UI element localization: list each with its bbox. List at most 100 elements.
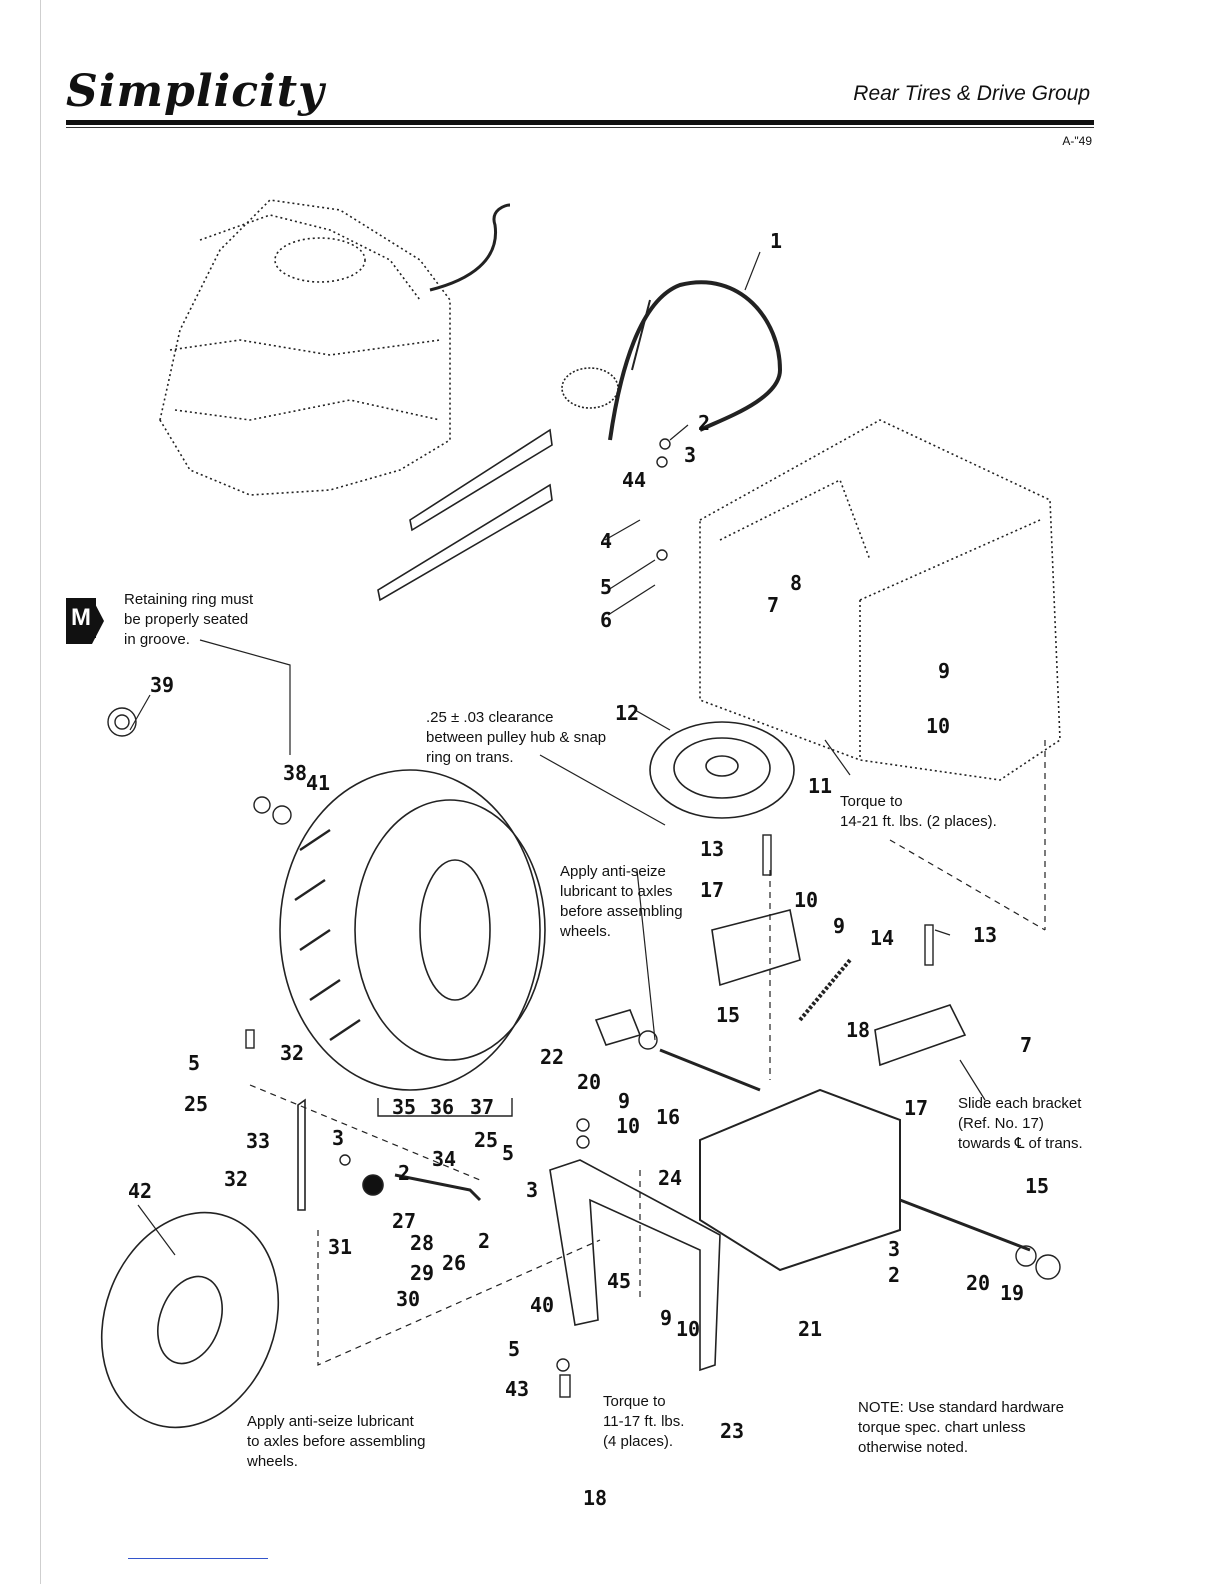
callout: 4 [600,529,612,553]
callout: 17 [904,1096,928,1120]
callout: 22 [540,1045,564,1069]
callout: 3 [684,443,696,467]
callout: 7 [767,593,779,617]
callout: 26 [442,1251,466,1275]
callout: 39 [150,673,174,697]
v-belt [608,280,783,441]
callout: 3 [526,1178,538,1202]
note-hardware: NOTE: Use standard hardware torque spec.… [858,1399,1064,1456]
callout: 10 [616,1114,640,1138]
callout: 25 [474,1128,498,1152]
shift-knob [362,1174,384,1196]
callout: 8 [790,571,802,595]
belt-guide-lower [377,483,553,602]
callout: 11 [808,774,832,798]
callout: 3 [332,1126,344,1150]
note-slide-bracket: Slide each bracket (Ref. No. 17) towards… [958,1095,1083,1152]
callout: 7 [1020,1033,1032,1057]
callout: 24 [658,1166,682,1190]
callout: 12 [615,701,639,725]
callout: 20 [966,1271,990,1295]
callout: 2 [478,1229,490,1253]
note-torque-14-21: Torque to 14-21 ft. lbs. (2 places). [840,793,997,830]
note-retaining-ring: Retaining ring must be properly seated i… [124,591,254,648]
callout: 10 [926,714,950,738]
callout: 36 [430,1095,454,1119]
callout: 15 [1025,1174,1049,1198]
shift-rod [394,1173,482,1202]
reference-code: A-"49 [1062,134,1092,148]
callout: 33 [246,1129,270,1153]
spring [798,958,852,1022]
callout: 10 [676,1317,700,1341]
callout: 9 [833,914,845,938]
header-rule-thin [66,127,1094,128]
belt-guide-upper [409,428,553,532]
note-torque-11-17: Torque to 11-17 ft. lbs. (4 places). [603,1393,685,1450]
drive-pulley [649,721,795,819]
small-pulley [561,367,619,409]
callout: 19 [1000,1281,1024,1305]
callout: 29 [410,1261,434,1285]
callout: 40 [530,1293,554,1317]
frame-outline [699,419,1061,781]
callout: 45 [607,1269,631,1293]
engine-outline [159,199,451,496]
callout: 5 [188,1051,200,1075]
callout: 10 [794,888,818,912]
callout: 43 [505,1377,529,1401]
callout: 31 [328,1235,352,1259]
callout: 23 [720,1419,744,1443]
callout: 17 [700,878,724,902]
callout: 2 [398,1161,410,1185]
callout: 25 [184,1092,208,1116]
brand-logo: Simplicity [66,66,325,117]
callout: 37 [470,1095,494,1119]
callout-group-bracket [377,1098,513,1117]
callout: 2 [888,1263,900,1287]
callout: 9 [618,1089,630,1113]
callout: 14 [870,926,894,950]
note-clearance: .25 ± .03 clearance between pulley hub &… [426,709,607,766]
inner-tube [100,1211,280,1429]
rear-tire [279,769,546,1091]
callout: 5 [502,1141,514,1165]
callout: 44 [622,468,646,492]
callout: 6 [600,608,612,632]
page-number: 18 [583,1486,608,1510]
callout: 35 [392,1095,416,1119]
shift-lever [297,1098,306,1211]
mount-bracket-right [874,1004,967,1067]
callout: 5 [600,575,612,599]
callout-numbers: 1 2 3 44 4 5 6 7 8 9 10 12 11 39 38 41 1… [128,229,1049,1443]
callout: 38 [283,761,307,785]
callout: 13 [700,837,724,861]
callout: 16 [656,1105,680,1129]
section-title: Rear Tires & Drive Group [853,82,1090,105]
callout: 1 [770,229,782,253]
callout: 27 [392,1209,416,1233]
callout: 42 [128,1179,152,1203]
note-anti-seize-upper: Apply anti-seize lubricant to axles befo… [560,863,683,940]
callout: 32 [224,1167,248,1191]
transaxle-housing [699,1088,901,1272]
callout: 21 [798,1317,822,1341]
mount-bracket-left [711,909,801,987]
axle-spacer [594,1009,642,1046]
callout: 13 [973,923,997,947]
header-rule [66,120,1094,125]
callout: 18 [846,1018,870,1042]
callout: 3 [888,1237,900,1261]
callout: 9 [660,1306,672,1330]
page-margin-line [40,0,41,1584]
callout: 34 [432,1147,456,1171]
callout: 9 [938,659,950,683]
note-anti-seize-lower: Apply anti-seize lubricant to axles befo… [247,1413,426,1470]
footer-link-line [128,1558,268,1559]
callout: 32 [280,1041,304,1065]
callout: 41 [306,771,330,795]
callout: 30 [396,1287,420,1311]
callout: 20 [577,1070,601,1094]
support-arm [549,1159,721,1372]
